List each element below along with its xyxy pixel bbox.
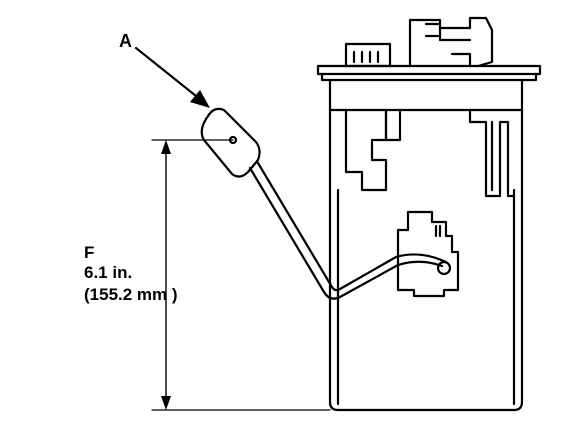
callout-label-a: A [119,31,132,51]
flange-underside [320,72,538,82]
float-arm-bracket [396,210,460,298]
dimension-arrowhead-bottom [161,396,171,410]
dimension-label-f: F [84,243,95,262]
left-bracket [344,108,388,192]
pump-body [328,108,524,412]
cover-dome [328,78,524,112]
float-arm-rod [248,166,444,300]
float [200,107,261,178]
right-guide-rails [468,108,516,198]
center-hanger [384,108,402,142]
float-arm-rod-inner [256,161,448,292]
outlet-elbow-detail [438,26,472,68]
electrical-connector [344,42,392,68]
callout-arrowhead [190,90,210,108]
connector-pins [352,50,380,64]
bracket-detail [434,224,442,238]
fuel-outlet-pipe [408,16,494,68]
pivot-point [436,260,452,276]
callout-leader-a [134,46,208,106]
dimension-value-millimeters: (155.2 mm ) [84,285,178,304]
dimension-arrowhead-top [161,140,171,154]
top-flange [316,64,542,76]
dimension-value-inches: 6.1 in. [84,263,133,282]
outlet-nipple [424,22,440,38]
